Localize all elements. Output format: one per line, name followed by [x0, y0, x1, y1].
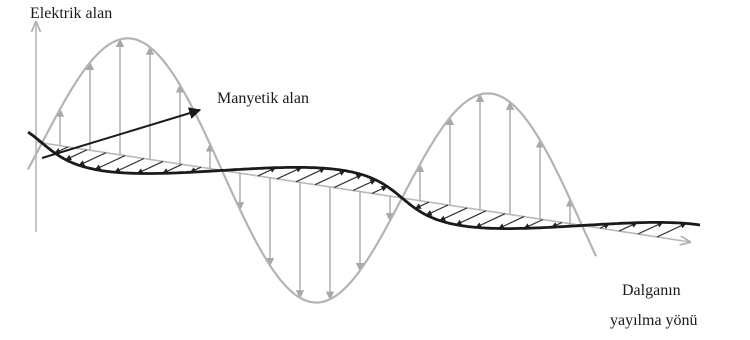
propagation-direction-label-line2: yayılma yönü — [610, 312, 698, 329]
magnetic-field-vector — [353, 180, 376, 191]
magnetic-field-vector — [638, 222, 663, 234]
magnetic-field-vector — [95, 156, 125, 170]
magnetic-field-wave — [28, 132, 700, 229]
magnetic-field-arrows — [55, 147, 686, 237]
magnetic-field-vector — [372, 186, 387, 193]
magnetic-field-vector — [66, 150, 87, 160]
magnetic-field-vector — [296, 168, 325, 182]
magnetic-field-vector — [315, 171, 345, 185]
magnetic-field-vector — [456, 211, 486, 225]
magnetic-field-vector — [657, 223, 686, 237]
magnetic-field-label: Manyetik alan — [217, 90, 309, 107]
magnetic-field-vector — [476, 214, 505, 228]
magnetic-field-vector — [115, 159, 144, 173]
magnetic-field-vector — [440, 208, 467, 221]
propagation-axis — [36, 142, 690, 242]
electric-field-label: Elektrik alan — [30, 5, 112, 22]
magnetic-field-vector — [137, 161, 163, 173]
magnetic-field-vector — [79, 153, 106, 166]
magnetic-field-pointer — [42, 110, 200, 158]
magnetic-field-vector — [334, 175, 362, 188]
magnetic-field-vector — [415, 202, 429, 208]
magnetic-field-vector — [277, 167, 302, 179]
electric-field-wave — [28, 38, 596, 302]
magnetic-field-vector — [426, 205, 448, 215]
magnetic-field-vector — [499, 217, 524, 229]
propagation-direction-label-line1: Dalganın — [622, 282, 681, 299]
electric-field-arrows — [60, 39, 570, 299]
axes — [36, 22, 690, 242]
